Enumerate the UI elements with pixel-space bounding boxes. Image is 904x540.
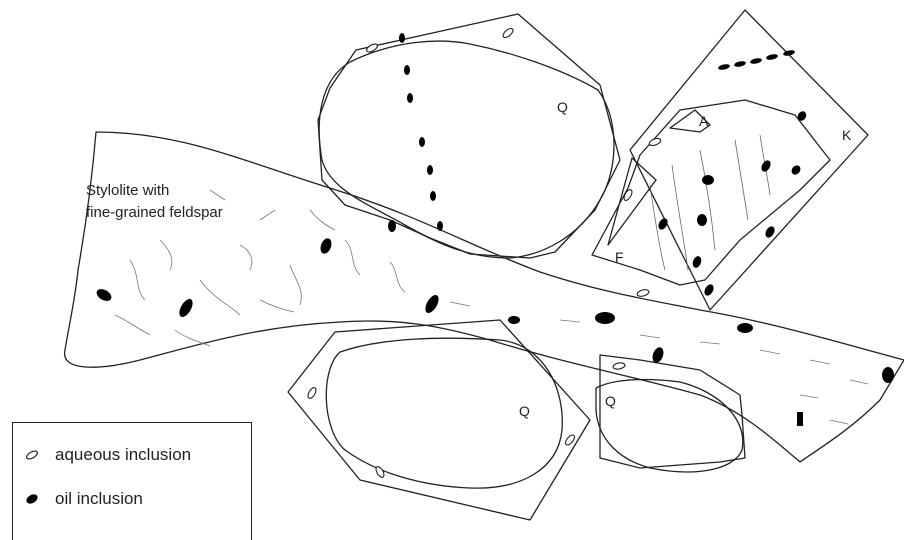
oil-inclusion <box>430 191 436 201</box>
quartz-grain-right-rim <box>600 355 745 468</box>
oil-inclusion <box>790 164 803 177</box>
oil-inclusion <box>437 221 443 231</box>
oil-inclusion <box>508 316 520 324</box>
oil-inclusion <box>882 367 894 383</box>
oil-inclusion <box>718 63 731 70</box>
aqueous-inclusion <box>365 42 378 53</box>
mineral-label-q-right: Q <box>605 393 616 409</box>
mineral-label-q-bottom: Q <box>519 403 530 419</box>
aqueous-inclusion <box>374 465 385 478</box>
aqueous-inclusion <box>613 362 626 370</box>
mineral-label-f: F <box>615 249 624 265</box>
oil-inclusion <box>697 214 707 226</box>
quartz-grain-top-rim <box>318 14 620 258</box>
aqueous-inclusion <box>648 137 661 147</box>
oil-inclusion <box>399 33 405 43</box>
oil-inclusion <box>734 60 747 67</box>
legend-oil-label: oil inclusion <box>55 489 143 509</box>
oil-inclusion <box>419 137 425 147</box>
oil-inclusion <box>764 225 777 239</box>
oil-inclusion <box>760 159 773 173</box>
stylolite-label-line2: fine-grained feldspar <box>86 202 223 224</box>
k-feldspar-rim <box>630 10 868 310</box>
oil-inclusion <box>319 237 334 255</box>
oil-inclusion <box>407 93 413 103</box>
oil-inclusion <box>595 312 615 324</box>
mineral-label-k: K <box>842 127 852 143</box>
oil-inclusion <box>691 255 703 269</box>
aqueous-inclusion <box>564 433 576 446</box>
aqueous-inclusion <box>622 188 633 201</box>
oil-inclusion-icon <box>23 492 41 506</box>
oil-inclusion <box>427 165 433 175</box>
oil-inclusion <box>651 346 666 364</box>
oil-inclusion <box>404 65 410 75</box>
aqueous-inclusion <box>501 27 514 39</box>
legend-aqueous-label: aqueous inclusion <box>55 445 191 465</box>
oil-inclusion <box>423 293 442 315</box>
oil-inclusion <box>388 220 396 232</box>
oil-inclusion <box>95 287 114 304</box>
mineral-label-q-top: Q <box>557 99 568 115</box>
quartz-grain-bottom-rim <box>288 320 590 520</box>
aqueous-inclusion-icon <box>23 448 41 462</box>
mineral-label-a: A <box>699 113 709 129</box>
legend: aqueous inclusion oil inclusion <box>12 422 252 540</box>
aqueous-inclusion <box>306 386 317 399</box>
oil-inclusion <box>796 110 808 123</box>
oil-inclusion <box>177 297 196 319</box>
oil-inclusion <box>703 283 716 297</box>
legend-row-aqueous: aqueous inclusion <box>23 445 191 465</box>
oil-inclusion <box>766 53 779 60</box>
oil-inclusion <box>702 175 714 185</box>
quartz-grain-right-core <box>596 380 743 472</box>
oil-inclusion <box>797 412 803 426</box>
legend-row-oil: oil inclusion <box>23 489 143 509</box>
oil-inclusion <box>737 323 753 333</box>
stylolite-label-line1: Stylolite with <box>86 180 223 202</box>
aqueous-inclusion <box>636 289 649 298</box>
stylolite-label: Stylolite with fine-grained feldspar <box>86 180 223 224</box>
quartz-grain-top-core <box>319 41 614 258</box>
oil-inclusion <box>750 57 763 64</box>
